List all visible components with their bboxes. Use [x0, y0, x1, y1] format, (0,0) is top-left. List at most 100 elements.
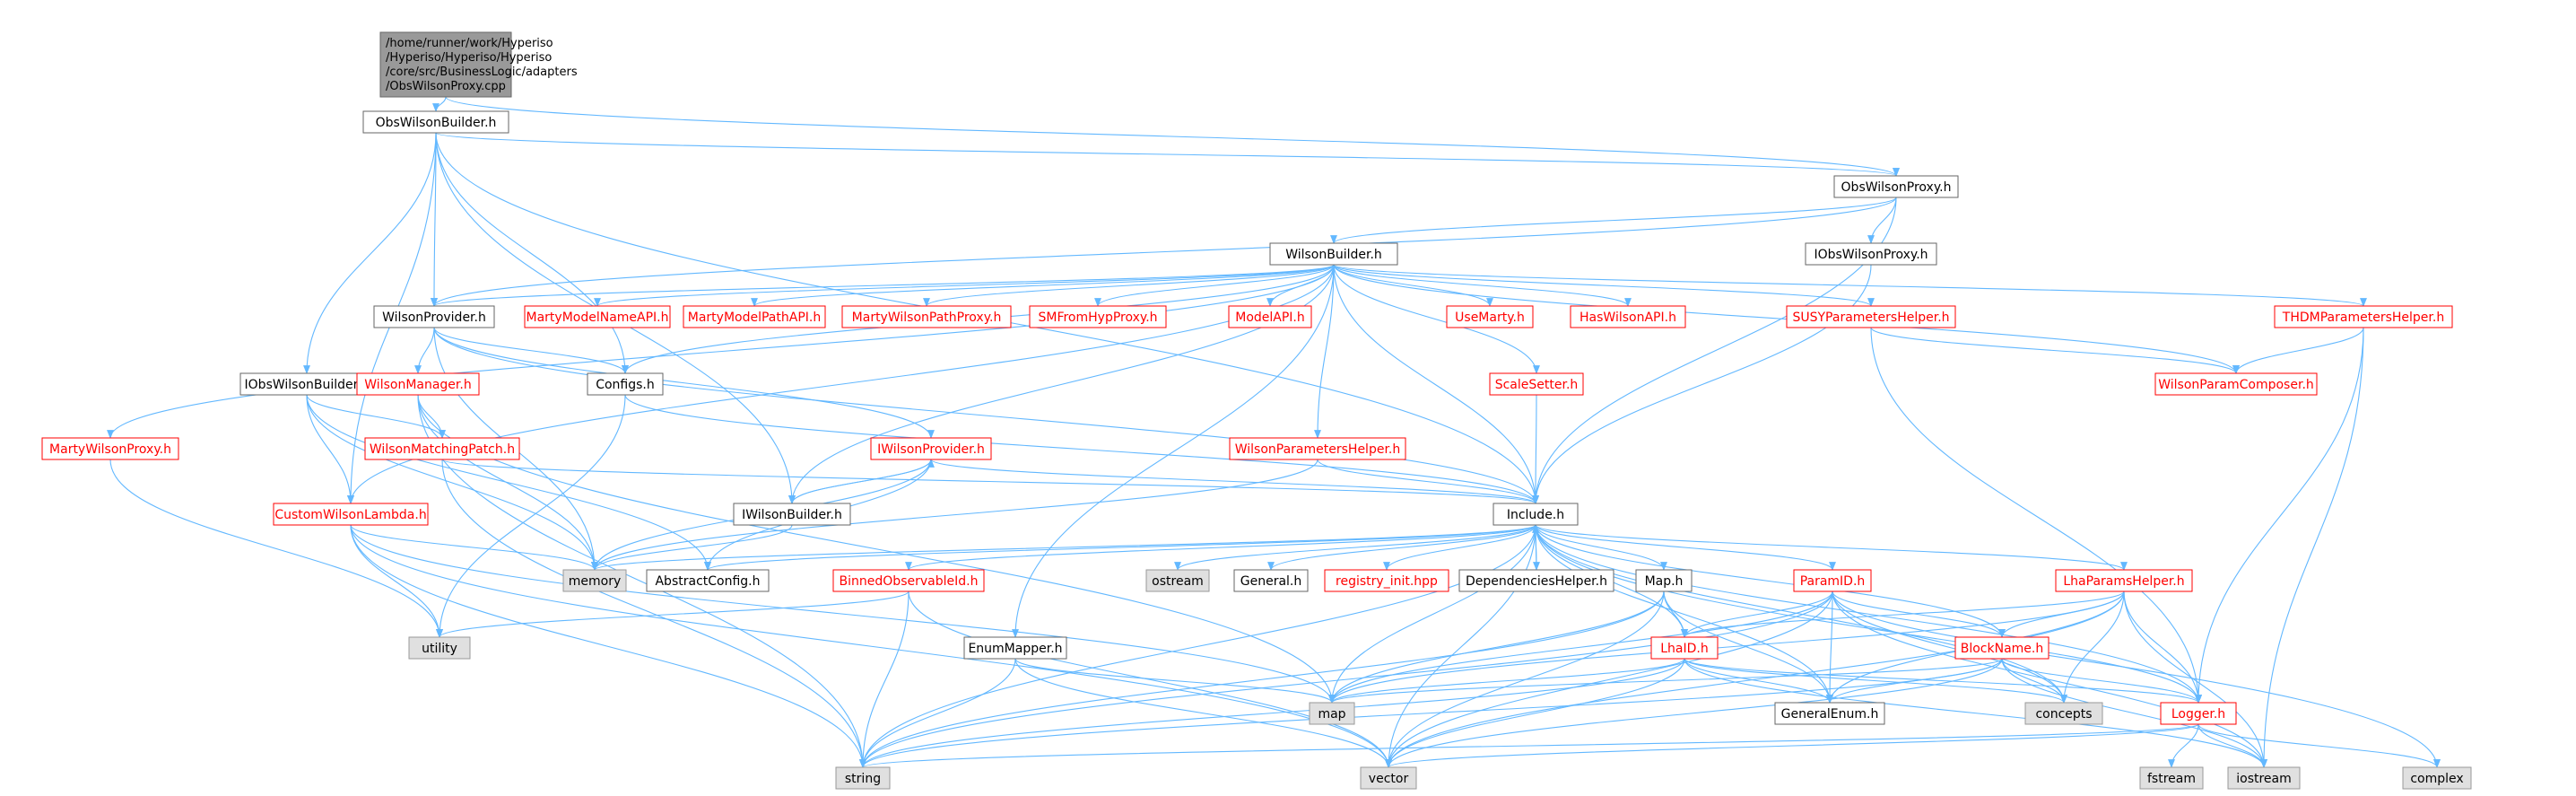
node-MartyWilsonPathProxy[interactable]: MartyWilsonPathProxy.h — [841, 305, 1012, 328]
node-IWilsonBuilder[interactable]: IWilsonBuilder.h — [733, 503, 851, 526]
node-WilsonMatchingPatch[interactable]: WilsonMatchingPatch.h — [364, 437, 520, 460]
edge-LhaParamsHelper-to-concepts — [2060, 590, 2125, 704]
node-SMFromHypProxy[interactable]: SMFromHypProxy.h — [1029, 305, 1167, 328]
edge-ObsWilsonProxy-to-WilsonProvider — [431, 197, 1897, 307]
node-ObsWilsonBuilder[interactable]: ObsWilsonBuilder.h — [362, 110, 509, 134]
edge-BinnedObservableId-to-string — [859, 590, 909, 768]
edge-BlockName-to-map — [1328, 658, 2003, 704]
node-ParamID[interactable]: ParamID.h — [1793, 569, 1872, 592]
node-label: fstream — [2147, 772, 2196, 786]
node-string: string — [835, 766, 891, 790]
edge-Include-to-Logger — [1535, 524, 2202, 704]
node-SUSYParametersHelper[interactable]: SUSYParametersHelper.h — [1786, 305, 1956, 328]
edge-BlockName-to-concepts — [2001, 658, 2067, 704]
edge-ObsWilsonBuilder-to-ObsWilsonProxy — [435, 132, 1900, 177]
edge-Include-to-GeneralEnum — [1535, 524, 1833, 704]
edge-WilsonParametersHelper-to-Include — [1317, 459, 1539, 504]
edge-Include-to-BlockName — [1535, 524, 2006, 638]
node-Map[interactable]: Map.h — [1635, 569, 1693, 592]
node-LhaID[interactable]: LhaID.h — [1650, 636, 1719, 660]
node-EnumMapper[interactable]: EnumMapper.h — [963, 636, 1067, 660]
node-DependenciesHelper[interactable]: DependenciesHelper.h — [1458, 569, 1614, 592]
edge-LhaID-to-map — [1328, 658, 1685, 704]
node-IObsWilsonBuilder[interactable]: IObsWilsonBuilder.h — [239, 372, 374, 396]
edge-LhaParamsHelper-to-iostream — [2123, 590, 2267, 768]
node-ObsWilsonProxy[interactable]: ObsWilsonProxy.h — [1833, 175, 1959, 198]
node-MartyWilsonProxy[interactable]: MartyWilsonProxy.h — [41, 437, 179, 460]
edge-LhaID-to-string — [859, 658, 1685, 768]
node-WilsonParamComposer[interactable]: WilsonParamComposer.h — [2154, 372, 2318, 396]
edge-CustomWilsonLambda-to-utility — [350, 524, 443, 638]
node-label: LhaID.h — [1660, 642, 1708, 656]
edge-ParamID-to-LhaID — [1681, 590, 1833, 638]
edge-WilsonMatchingPatch-to-Include — [441, 459, 1539, 504]
edge-WilsonBuilder-to-SUSYParametersHelper — [1333, 264, 1875, 307]
edge-WilsonBuilder-to-CustomWilsonLambda — [347, 264, 1335, 504]
edge-WilsonProvider-to-IWilsonProvider — [433, 327, 935, 439]
edge-WilsonManager-to-string — [417, 394, 866, 768]
node-IWilsonProvider[interactable]: IWilsonProvider.h — [870, 437, 992, 460]
node-WilsonBuilder[interactable]: WilsonBuilder.h — [1269, 242, 1398, 266]
node-label: WilsonParamComposer.h — [2158, 378, 2314, 392]
edge-LhaParamsHelper-to-vector — [1385, 590, 2125, 768]
node-Include[interactable]: Include.h — [1493, 503, 1579, 526]
node-BlockName[interactable]: BlockName.h — [1954, 636, 2049, 660]
edge-WilsonBuilder-to-MartyWilsonProxy — [107, 264, 1335, 439]
node-label: HasWilsonAPI.h — [1580, 311, 1676, 325]
node-label: IWilsonBuilder.h — [742, 508, 842, 522]
edge-LhaID-to-iostream — [1684, 658, 2267, 768]
node-THDMParametersHelper[interactable]: THDMParametersHelper.h — [2274, 305, 2453, 328]
node-label: WilsonMatchingPatch.h — [370, 442, 515, 457]
edge-WilsonBuilder-to-UseMarty — [1333, 264, 1493, 307]
edge-ParamID-to-vector — [1385, 590, 1833, 768]
node-LhaParamsHelper[interactable]: LhaParamsHelper.h — [2055, 569, 2193, 592]
edge-WilsonBuilder-to-WilsonParametersHelper — [1314, 264, 1335, 439]
edge-Include-to-vector — [1385, 524, 1536, 768]
node-label: ScaleSetter.h — [1495, 378, 1579, 392]
edge-CustomWilsonLambda-to-string — [350, 524, 866, 768]
node-WilsonManager[interactable]: WilsonManager.h — [356, 372, 480, 396]
root-label-line: /Hyperiso/Hyperiso/Hyperiso — [386, 51, 552, 65]
dependency-nodes: /home/runner/work/Hyperiso/Hyperiso/Hype… — [41, 31, 2472, 790]
node-label: ModelAPI.h — [1235, 311, 1305, 325]
node-label: WilsonParametersHelper.h — [1235, 442, 1401, 457]
node-MartyModelNameAPI[interactable]: MartyModelNameAPI.h — [524, 305, 671, 328]
edge-ObsWilsonProxy-to-IObsWilsonProxy — [1867, 197, 1897, 244]
node-label: WilsonBuilder.h — [1285, 248, 1382, 262]
node-WilsonParametersHelper[interactable]: WilsonParametersHelper.h — [1229, 437, 1406, 460]
edge-Logger-to-string — [859, 723, 2199, 768]
edge-Map-to-map — [1328, 590, 1665, 704]
node-MartyModelPathAPI[interactable]: MartyModelPathAPI.h — [683, 305, 826, 328]
edge-IWilsonProvider-to-Include — [930, 459, 1539, 504]
node-GeneralEnum[interactable]: GeneralEnum.h — [1774, 702, 1885, 725]
node-label: IObsWilsonProxy.h — [1814, 248, 1928, 262]
node-AbstractConfig[interactable]: AbstractConfig.h — [646, 569, 770, 592]
node-ScaleSetter[interactable]: ScaleSetter.h — [1489, 372, 1584, 396]
edge-WilsonBuilder-to-MartyModelPathAPI — [751, 264, 1335, 307]
edge-Include-to-AbstractConfig — [704, 524, 1536, 571]
node-ModelAPI[interactable]: ModelAPI.h — [1228, 305, 1312, 328]
node-registry_init[interactable]: registry_init.hpp — [1324, 569, 1449, 592]
node-label: ObsWilsonBuilder.h — [376, 116, 497, 130]
node-WilsonProvider[interactable]: WilsonProvider.h — [373, 305, 495, 328]
node-CustomWilsonLambda[interactable]: CustomWilsonLambda.h — [273, 503, 429, 526]
node-UseMarty[interactable]: UseMarty.h — [1446, 305, 1534, 328]
node-General[interactable]: General.h — [1233, 569, 1309, 592]
node-Configs[interactable]: Configs.h — [587, 372, 664, 396]
node-BinnedObservableId[interactable]: BinnedObservableId.h — [832, 569, 985, 592]
edge-IObsWilsonProxy-to-Include — [1532, 264, 1872, 504]
edge-Include-to-string — [859, 524, 1536, 768]
edge-WilsonProvider-to-WilsonManager — [414, 327, 435, 374]
node-iostream: iostream — [2227, 766, 2301, 790]
edge-IObsWilsonBuilder-to-WilsonMatchingPatch — [306, 394, 446, 439]
node-HasWilsonAPI[interactable]: HasWilsonAPI.h — [1570, 305, 1686, 328]
node-label: General.h — [1240, 574, 1302, 589]
edge-BlockName-to-iostream — [2001, 658, 2267, 768]
node-Logger[interactable]: Logger.h — [2160, 702, 2237, 725]
node-root-file[interactable]: /home/runner/work/Hyperiso/Hyperiso/Hype… — [379, 31, 578, 98]
edge-Include-to-map — [1328, 524, 1536, 704]
edge-IWilsonBuilder-to-memory — [591, 524, 793, 571]
edge-Logger-to-complex — [2197, 723, 2441, 768]
node-IObsWilsonProxy[interactable]: IObsWilsonProxy.h — [1805, 242, 1937, 266]
